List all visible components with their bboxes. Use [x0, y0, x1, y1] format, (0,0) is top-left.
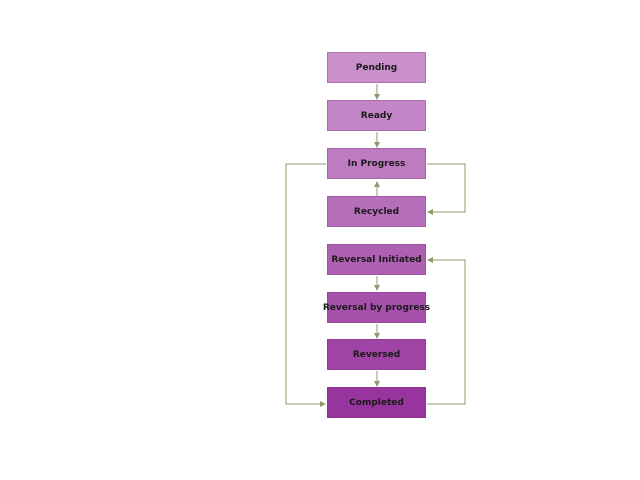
- state-pending[interactable]: Pending: [327, 52, 426, 83]
- state-label: Reversal Initiated: [331, 254, 422, 265]
- state-ready[interactable]: Ready: [327, 100, 426, 131]
- state-label: Recycled: [353, 206, 400, 217]
- state-in-progress[interactable]: In Progress: [327, 148, 426, 179]
- state-recycled[interactable]: Recycled: [327, 196, 426, 227]
- transition-completed-reversal-initiated: [427, 257, 466, 405]
- state-label: Completed: [349, 397, 404, 408]
- state-label: In Progress: [347, 158, 406, 169]
- state-reversal-by-progress[interactable]: Reversal by progress: [323, 292, 430, 323]
- state-reversed[interactable]: Reversed: [327, 339, 426, 370]
- transition-in-progress-completed: [285, 163, 326, 407]
- state-completed[interactable]: Completed: [327, 387, 426, 418]
- state-reversal-initiated[interactable]: Reversal Initiated: [327, 244, 426, 275]
- state-label: Reversal by progress: [322, 302, 431, 313]
- transition-in-progress-recycled: [427, 163, 466, 215]
- state-label: Ready: [360, 110, 393, 121]
- state-label: Reversed: [352, 349, 401, 360]
- state-label: Pending: [355, 62, 398, 73]
